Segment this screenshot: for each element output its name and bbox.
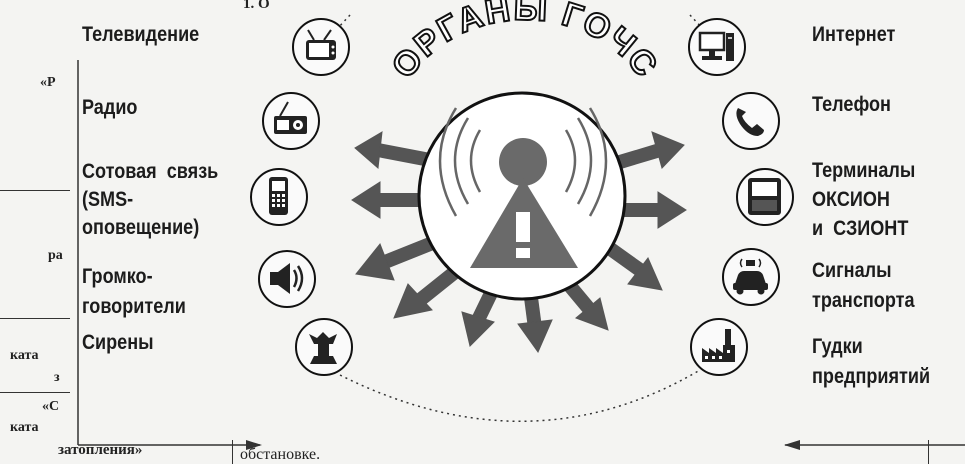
label-radio: Радио bbox=[82, 95, 137, 121]
mobile-phone-icon bbox=[250, 168, 308, 226]
arrow-right-up bbox=[610, 132, 684, 168]
terminal-icon bbox=[736, 168, 794, 226]
arrow-right-down bbox=[605, 245, 662, 290]
factory-icon bbox=[690, 318, 748, 376]
loudspeaker-icon bbox=[258, 250, 316, 308]
arrow-bottom-1 bbox=[394, 268, 460, 318]
label-loudspeakers: Громко- говорители bbox=[82, 262, 186, 322]
label-vehicle-signals: Сигналы транспорта bbox=[812, 256, 915, 316]
label-factory-horns: Гудки предприятий bbox=[812, 332, 930, 392]
telephone-icon bbox=[722, 92, 780, 150]
radio-icon bbox=[262, 92, 320, 150]
computer-icon bbox=[688, 18, 746, 76]
label-television: Телевидение bbox=[82, 22, 199, 48]
siren-icon bbox=[295, 318, 353, 376]
label-sirens: Сирены bbox=[82, 330, 154, 356]
car-signal-icon bbox=[722, 248, 780, 306]
arrow-left-up bbox=[355, 132, 430, 168]
label-internet: Интернет bbox=[812, 22, 895, 48]
label-telephone: Телефон bbox=[812, 92, 891, 118]
dotted-connector-bottom bbox=[340, 370, 700, 421]
label-mobile-sms: Сотовая связь (SMS- оповещение) bbox=[82, 158, 218, 242]
arrow-left-down bbox=[356, 240, 440, 280]
tv-icon bbox=[292, 18, 350, 76]
label-terminals: Терминалы ОКСИОН и СЗИОНТ bbox=[812, 156, 915, 243]
hub-title: ОРГАНЫ ГОЧС bbox=[384, 0, 665, 85]
